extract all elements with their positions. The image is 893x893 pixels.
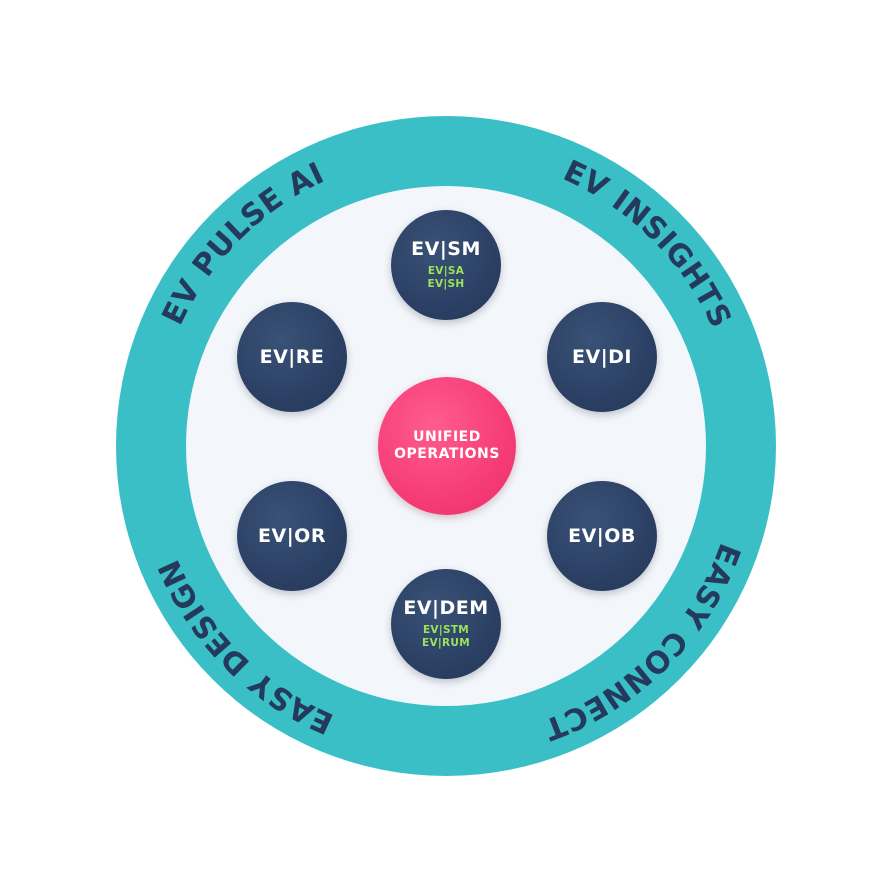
node-ev-or-label: EV|OR — [258, 524, 326, 547]
node-ev-dem-sub-2: EV|RUM — [422, 636, 470, 649]
node-ev-re-label: EV|RE — [259, 345, 325, 368]
node-ev-ob[interactable]: EV|OB — [547, 481, 657, 591]
node-ev-sm-sub-1: EV|SA — [427, 265, 465, 278]
node-ev-sm-sub-2: EV|SH — [427, 277, 465, 290]
node-ev-di[interactable]: EV|DI — [547, 302, 657, 412]
node-ev-re[interactable]: EV|RE — [237, 302, 347, 412]
node-ev-dem-label: EV|DEM — [403, 597, 489, 620]
node-ev-dem[interactable]: EV|DEM EV|STM EV|RUM — [391, 569, 501, 679]
node-ev-or[interactable]: EV|OR — [237, 481, 347, 591]
center-node-unified-operations[interactable]: UNIFIED OPERATIONS — [378, 377, 516, 515]
center-line-2: OPERATIONS — [394, 446, 500, 462]
node-ev-di-label: EV|DI — [572, 345, 632, 368]
node-ev-sm-label: EV|SM — [411, 238, 481, 261]
node-ev-dem-sub-1: EV|STM — [422, 624, 470, 637]
node-ev-sm[interactable]: EV|SM EV|SA EV|SH — [391, 210, 501, 320]
center-line-1: UNIFIED — [413, 429, 481, 446]
node-ev-ob-label: EV|OB — [568, 524, 636, 547]
